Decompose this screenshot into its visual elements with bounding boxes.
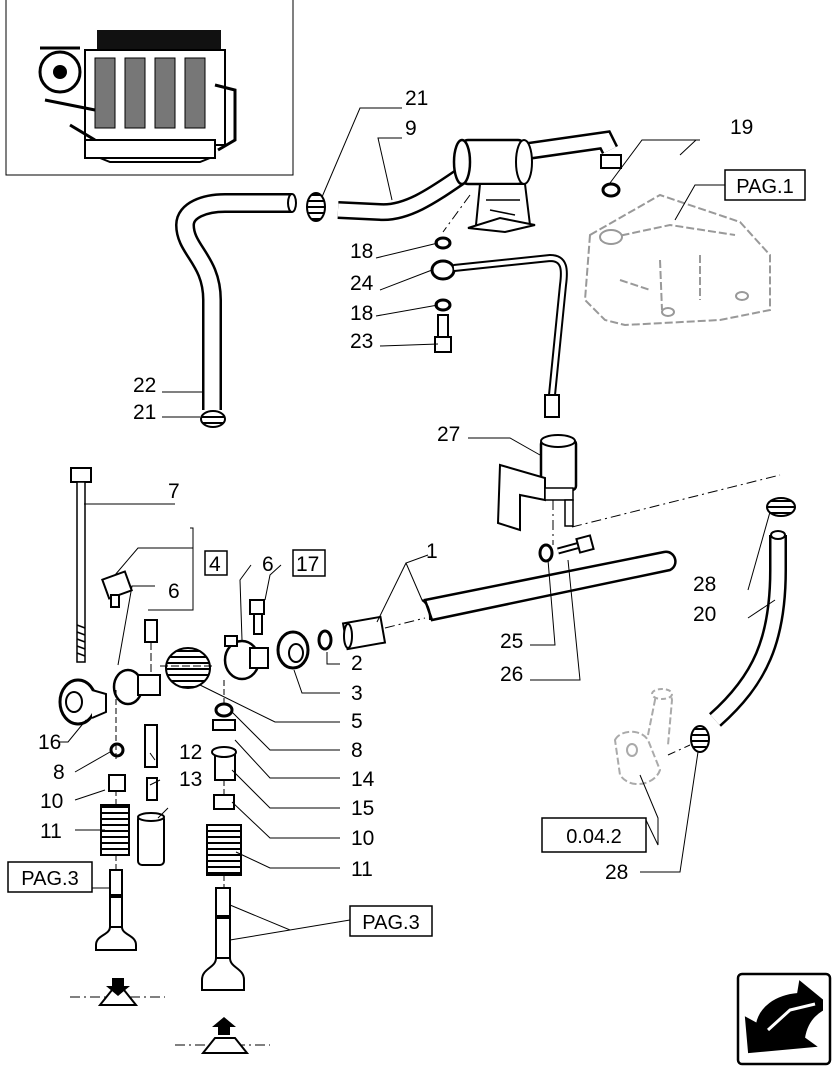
rocker-left (101, 570, 161, 706)
callout-7: 7 (168, 480, 180, 503)
pump-body (583, 193, 771, 327)
callout-20: 20 (693, 603, 716, 626)
callout-11: 11 (351, 858, 373, 881)
ref-pag3-right[interactable]: PAG.3 (349, 905, 433, 937)
ref-0042-label: 0.04.2 (566, 826, 622, 848)
callout-6: 6 (262, 553, 274, 576)
callout-21: 21 (133, 401, 156, 424)
box-17 (292, 549, 326, 577)
clamp-21-lower (200, 410, 226, 428)
callout-28: 28 (693, 573, 716, 596)
callout-12: 12 (179, 741, 202, 764)
callout-13: 13 (179, 768, 202, 791)
callout-25: 25 (500, 630, 523, 653)
callout-1: 1 (426, 540, 438, 563)
callout-26: 26 (500, 663, 523, 686)
callout-17: 17 (296, 553, 319, 576)
clamp-21-upper (306, 192, 326, 222)
engine-icon (38, 30, 237, 163)
callout-2: 2 (351, 652, 363, 675)
rocker-right (223, 599, 269, 681)
box-4 (204, 550, 228, 576)
ref-pag3-left-label: PAG.3 (21, 868, 78, 890)
callout-10: 10 (351, 827, 374, 850)
fitting-19 (600, 154, 622, 198)
ref-pag1-label: PAG.1 (736, 176, 793, 198)
callout-9: 9 (405, 117, 417, 140)
callout-24: 24 (350, 272, 374, 295)
ref-pag3-left[interactable]: PAG.3 (7, 861, 93, 893)
callout-5: 5 (351, 710, 363, 733)
filter-housing (452, 138, 536, 234)
callout-18: 18 (350, 302, 373, 325)
callout-8: 8 (53, 761, 65, 784)
callout-28: 28 (605, 861, 628, 884)
banjo-assembly (430, 194, 568, 418)
callout-16: 16 (38, 731, 61, 754)
callout-22: 22 (133, 374, 156, 397)
callout-27: 27 (437, 423, 460, 446)
ref-0042[interactable]: 0.04.2 (541, 817, 647, 853)
callout-19: 19 (730, 116, 753, 139)
valve-stack-right (201, 680, 245, 991)
callout-18: 18 (350, 240, 373, 263)
ref-pag3-right-label: PAG.3 (362, 912, 419, 934)
seat-symbol-left (70, 978, 165, 1006)
bowl-27 (496, 434, 781, 545)
callout-15: 15 (351, 797, 374, 820)
elbow-fitting (613, 688, 674, 785)
callout-8: 8 (351, 739, 363, 762)
tappet-12-13 (137, 724, 165, 866)
pushrod-7 (58, 467, 107, 726)
hose-20 (667, 497, 796, 756)
callout-6: 6 (168, 580, 180, 603)
rocker-shaft (276, 550, 677, 670)
leader-lines (60, 107, 776, 941)
bolt-26 (538, 534, 595, 563)
callout-23: 23 (350, 330, 373, 353)
seat-symbol-right (175, 1017, 270, 1054)
valve-stack-left (95, 690, 137, 951)
spring-5 (160, 647, 215, 689)
return-arrow-icon[interactable] (736, 972, 832, 1066)
callout-numbers: 21 9 19 18 24 18 23 22 21 27 7 1 4 6 17 … (38, 87, 753, 884)
callout-14: 14 (351, 768, 375, 791)
callout-11: 11 (40, 820, 62, 843)
engine-thumbnail (5, 0, 294, 176)
hose-22 (174, 193, 297, 410)
callout-10: 10 (40, 790, 63, 813)
callout-4: 4 (209, 553, 221, 576)
callout-21: 21 (405, 87, 428, 110)
ref-pag1[interactable]: PAG.1 (724, 169, 806, 201)
callout-3: 3 (351, 682, 363, 705)
